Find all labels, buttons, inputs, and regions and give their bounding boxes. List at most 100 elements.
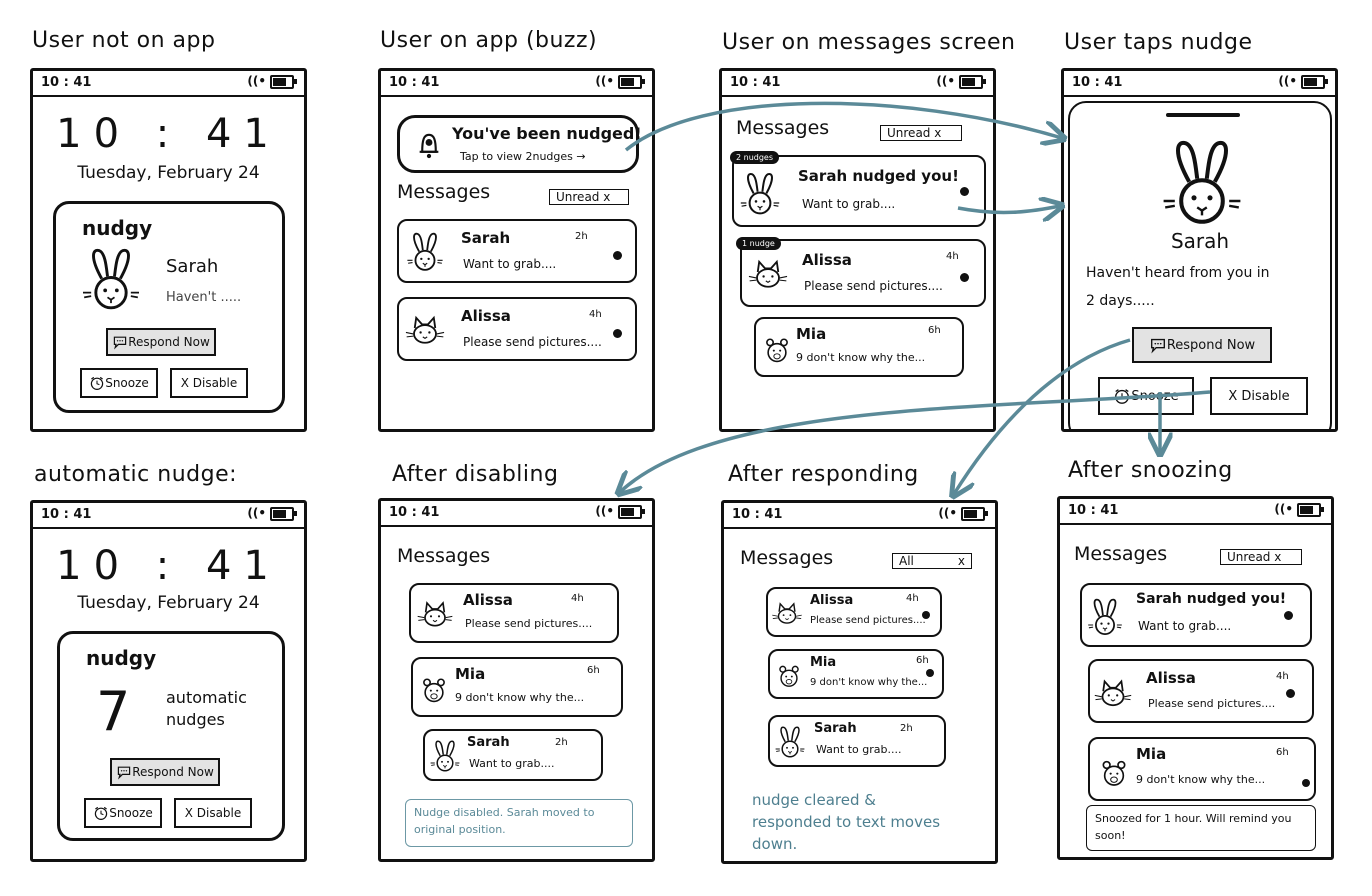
message-row-mia[interactable]: Mia 6h 9 don't know why the...	[1088, 737, 1316, 801]
message-row-alissa[interactable]: Alissa 4h Please send pictures....	[766, 587, 942, 637]
bear-icon	[415, 671, 453, 709]
unread-dot	[613, 329, 622, 338]
contact-name: Sarah	[467, 735, 510, 750]
message-time: 6h	[916, 655, 929, 666]
message-row-mia[interactable]: Mia 6h 9 don't know why the...	[754, 317, 964, 377]
status-time: 10 : 41	[389, 75, 440, 90]
message-row-mia[interactable]: Mia 6h 9 don't know why the...	[411, 657, 623, 717]
disable-button[interactable]: X Disable	[174, 798, 252, 828]
nudge-label-line2: nudges	[166, 710, 225, 729]
unread-dot	[960, 273, 969, 282]
cat-icon	[746, 253, 790, 297]
unread-dot	[1286, 689, 1295, 698]
status-bar: 10 : 41 ((•	[1060, 499, 1331, 525]
message-preview: Please send pictures....	[804, 279, 943, 293]
phone-messages-screen: 10 : 41 ((• Messages Unread x Sarah nudg…	[719, 68, 996, 432]
bear-icon	[772, 659, 806, 693]
nudge-notification-card[interactable]: nudgy Sarah Haven't ..... Respond Now Sn…	[53, 201, 285, 413]
unread-filter[interactable]: Unread x	[1220, 549, 1302, 565]
phone-after-responding: 10 : 41 ((• Messages All x Alissa 4h Ple…	[721, 500, 998, 864]
message-row-sarah[interactable]: Sarah 2h Want to grab....	[768, 715, 946, 767]
cat-icon	[403, 309, 447, 353]
nudge-banner[interactable]: You've been nudged! Tap to view 2nudges …	[397, 115, 642, 173]
caption-user-not-on-app: User not on app	[32, 28, 216, 53]
snooze-clock-icon	[93, 805, 109, 821]
chat-icon	[112, 334, 128, 350]
message-time: 6h	[928, 325, 941, 336]
disable-button[interactable]: X Disable	[1210, 377, 1308, 415]
detail-name: Sarah	[1170, 229, 1230, 253]
respond-now-button[interactable]: Respond Now	[106, 328, 216, 356]
message-row-sarah[interactable]: Sarah 2h Want to grab....	[423, 729, 603, 781]
message-preview: Please send pictures....	[465, 617, 593, 630]
message-row-sarah-nudged[interactable]: Sarah nudged you! Want to grab....	[732, 155, 986, 227]
message-row-mia[interactable]: Mia 6h 9 don't know why the...	[768, 649, 944, 699]
messages-heading: Messages	[740, 547, 834, 569]
contact-name: Mia	[796, 325, 827, 343]
caption-user-taps-nudge: User taps nudge	[1064, 30, 1253, 55]
snooze-button[interactable]: Snooze	[80, 368, 158, 398]
message-row-alissa[interactable]: Alissa 4h Please send pictures....	[409, 583, 619, 643]
status-time: 10 : 41	[730, 75, 781, 90]
sheet-handle[interactable]	[1166, 113, 1240, 117]
contact-name: Alissa	[461, 307, 511, 325]
snooze-button[interactable]: Snooze	[84, 798, 162, 828]
phone-automatic-nudge: 10 : 41 ((• 10 : 41 Tuesday, February 24…	[30, 500, 307, 862]
battery-icon	[959, 74, 986, 89]
message-time: 2h	[575, 231, 588, 242]
message-time: 4h	[946, 251, 959, 262]
message-row-alissa[interactable]: Alissa 4h Please send pictures....	[1088, 659, 1314, 723]
cat-icon	[770, 597, 804, 631]
message-row-alissa[interactable]: Alissa 4h Please send pictures....	[740, 239, 986, 307]
lock-date: Tuesday, February 24	[77, 163, 260, 183]
message-preview: Want to grab....	[816, 743, 902, 756]
respond-now-button[interactable]: Respond Now	[110, 758, 220, 786]
battery-icon	[1301, 74, 1328, 89]
contact-name: Alissa	[810, 593, 854, 608]
disabled-toast: Nudge disabled. Sarah moved to original …	[405, 799, 633, 847]
bear-icon	[758, 331, 796, 369]
unread-filter[interactable]: Unread x	[880, 125, 962, 141]
bear-icon	[1094, 753, 1134, 793]
contact-name: Alissa	[1146, 669, 1196, 687]
message-preview: 9 don't know why the...	[810, 677, 928, 688]
status-bar: 10 : 41 ((•	[33, 71, 304, 97]
filter-clear-icon[interactable]: x	[957, 554, 965, 568]
status-bar: 10 : 41 ((•	[381, 501, 652, 527]
nudge-count: 7	[96, 680, 131, 743]
nudge-label-line1: automatic	[166, 688, 247, 707]
sender-name: Sarah	[166, 256, 219, 277]
bunny-icon	[76, 246, 146, 316]
message-preview: 9 don't know why the...	[1136, 773, 1266, 786]
message-preview: 9 don't know why the...	[455, 691, 585, 704]
phone-nudge-detail: 10 : 41 ((• Sarah Haven't heard from you…	[1061, 68, 1338, 432]
wifi-icon: ((•	[247, 506, 266, 520]
wifi-icon: ((•	[1278, 74, 1297, 88]
wifi-icon: ((•	[595, 504, 614, 518]
cat-icon	[1092, 673, 1134, 715]
all-filter[interactable]: All x	[892, 553, 972, 569]
phone-lockscreen: 10 : 41 ((• 10 : 41 Tuesday, February 24…	[30, 68, 307, 432]
wifi-icon: ((•	[1274, 502, 1293, 516]
respond-now-button[interactable]: Respond Now	[1132, 327, 1272, 363]
bunny-icon	[772, 725, 808, 761]
banner-title: You've been nudged!	[452, 124, 642, 143]
message-time: 4h	[906, 593, 919, 604]
messages-heading: Messages	[1074, 543, 1168, 565]
status-bar: 10 : 41 ((•	[722, 71, 993, 97]
message-preview: 9 don't know why the...	[796, 351, 926, 364]
message-time: 4h	[571, 593, 584, 604]
caption-user-on-messages: User on messages screen	[722, 30, 1016, 55]
unread-filter[interactable]: Unread x	[549, 189, 629, 205]
nudge-notification-card[interactable]: nudgy 7 automatic nudges Respond Now Sno…	[57, 631, 285, 841]
disable-button[interactable]: X Disable	[170, 368, 248, 398]
message-time: 4h	[589, 309, 602, 320]
message-row-alissa[interactable]: Alissa 4h Please send pictures....	[397, 297, 637, 361]
responded-annotation: nudge cleared & responded to text moves …	[752, 789, 940, 855]
snooze-button[interactable]: Snooze	[1098, 377, 1194, 415]
message-time: 2h	[555, 737, 568, 748]
message-row-sarah[interactable]: Sarah 2h Want to grab....	[397, 219, 637, 283]
banner-subtitle: Tap to view 2nudges →	[460, 150, 586, 163]
message-row-sarah-nudged[interactable]: Sarah nudged you! Want to grab....	[1080, 583, 1312, 647]
status-time: 10 : 41	[1072, 75, 1123, 90]
